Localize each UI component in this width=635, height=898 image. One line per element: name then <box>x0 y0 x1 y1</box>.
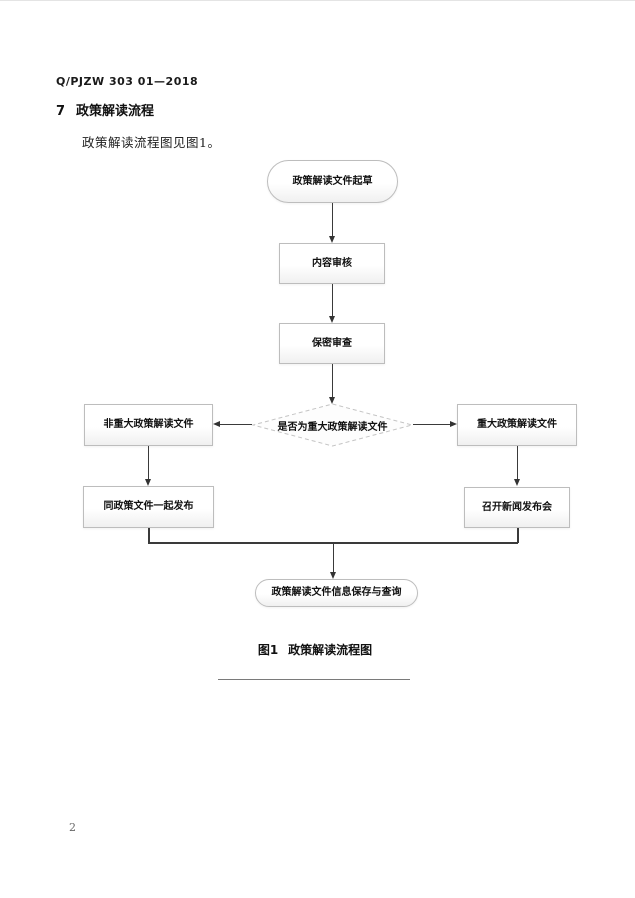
arrowhead-down-icon <box>329 316 335 323</box>
flow-node-major: 重大政策解读文件 <box>457 404 577 446</box>
section-title: 政策解读流程 <box>76 104 155 119</box>
arrowhead-down-icon <box>145 479 151 486</box>
arrowhead-left-icon <box>213 421 220 427</box>
merge-right-line <box>517 528 519 543</box>
figure-caption-title: 政策解读流程图 <box>288 643 373 657</box>
arrowhead-down-icon <box>514 479 520 486</box>
merge-horizontal-line <box>148 542 518 544</box>
figure-caption: 图1 政策解读流程图 <box>0 641 630 658</box>
connector-start-content <box>332 203 333 237</box>
footnote-rule <box>218 679 410 680</box>
connector-major-press <box>517 446 518 479</box>
intro-text: 政策解读流程图见图1。 <box>82 135 221 150</box>
page-top-edge <box>0 0 635 1</box>
standard-code: Q/PJZW 303 01—2018 <box>56 75 199 88</box>
figure-caption-label: 图1 <box>257 643 279 657</box>
arrowhead-right-icon <box>450 421 457 427</box>
decision-diamond-shape <box>251 403 414 447</box>
connector-decision-nonmajor <box>220 424 252 425</box>
flow-node-start: 政策解读文件起草 <box>267 160 398 203</box>
merge-left-line <box>148 528 150 543</box>
arrowhead-down-icon <box>330 572 336 579</box>
section-number: 7 <box>56 104 66 119</box>
flow-node-content-review: 内容审核 <box>279 243 385 284</box>
flow-node-decision: 是否为重大政策解读文件 <box>251 403 414 447</box>
flow-node-end: 政策解读文件信息保存与查询 <box>255 579 418 607</box>
arrowhead-down-icon <box>329 397 335 404</box>
flow-node-publish-with-policy: 同政策文件一起发布 <box>83 486 214 528</box>
page-number: 2 <box>69 821 76 834</box>
connector-content-secrecy <box>332 284 333 317</box>
decision-label: 是否为重大政策解读文件 <box>277 421 388 433</box>
flow-node-non-major: 非重大政策解读文件 <box>84 404 213 446</box>
connector-secrecy-decision <box>332 364 333 398</box>
connector-decision-major <box>413 424 450 425</box>
section-heading: 7 政策解读流程 <box>56 100 154 119</box>
connector-merge-end <box>333 543 334 572</box>
flow-node-secrecy-review: 保密审查 <box>279 323 385 364</box>
connector-nonmajor-publish <box>148 446 149 479</box>
arrowhead-down-icon <box>329 236 335 243</box>
flow-node-press-conference: 召开新闻发布会 <box>464 487 570 528</box>
